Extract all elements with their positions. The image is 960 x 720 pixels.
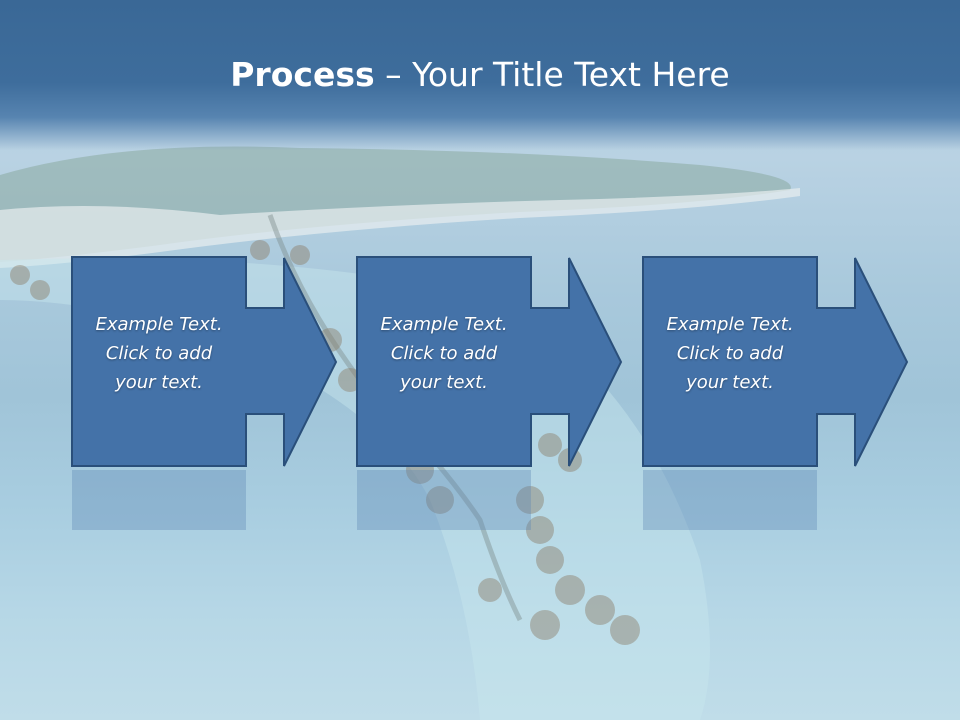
step-text-line: Example Text. [380,314,508,335]
step-text-line: Example Text. [666,314,794,335]
process-step-1[interactable]: Example Text. Click to add your text. [71,256,371,468]
step-reflection [357,470,531,530]
step-text-line: your text. [115,372,203,393]
step-arrow-shape [356,256,623,467]
title-band [0,0,960,150]
beach-shape [0,188,800,268]
title-rest-part: – Your Title Text Here [374,55,730,94]
step-arrow-shape [642,256,909,467]
step-reflection [72,470,246,530]
step-text-line: your text. [400,372,488,393]
step-text-line: your text. [686,372,774,393]
step-text[interactable]: Example Text. Click to add your text. [71,310,247,397]
water-villas [10,240,640,645]
slide-title[interactable]: Process – Your Title Text Here [0,53,960,97]
step-reflection [643,470,817,530]
title-bold-part: Process [230,55,375,94]
step-text-line: Click to add [390,343,498,364]
step-text[interactable]: Example Text. Click to add your text. [642,310,818,397]
process-step-3[interactable]: Example Text. Click to add your text. [642,256,942,468]
step-arrow-shape [71,256,338,467]
step-text[interactable]: Example Text. Click to add your text. [356,310,532,397]
process-step-2[interactable]: Example Text. Click to add your text. [356,256,656,468]
step-text-line: Example Text. [95,314,223,335]
step-text-line: Click to add [105,343,213,364]
step-text-line: Click to add [676,343,784,364]
